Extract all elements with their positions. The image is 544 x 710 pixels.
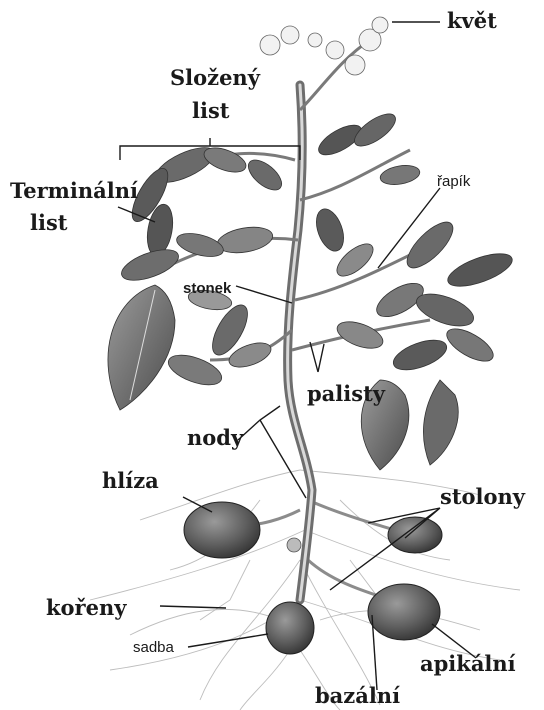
- label-slozeny: Složený: [170, 67, 260, 88]
- line-sadba: [188, 634, 268, 647]
- label-terminalni: Terminální: [10, 180, 138, 201]
- label-hliza: hlíza: [102, 470, 159, 491]
- seed-tuber: [266, 602, 314, 654]
- line-palisty: [310, 342, 324, 372]
- label-stonek: stonek: [183, 281, 231, 296]
- flowers: [260, 17, 388, 75]
- label-stolony: stolony: [440, 486, 525, 507]
- stolon-tuber: [388, 517, 442, 553]
- label-apikalni: apikální: [420, 653, 516, 674]
- label-sadba: sadba: [133, 640, 174, 655]
- label-koreny: kořeny: [46, 597, 126, 618]
- label-palisty: palisty: [307, 383, 385, 404]
- apical-tuber: [368, 584, 440, 640]
- main-stem: [288, 85, 312, 600]
- label-slozeny-list: list: [192, 100, 229, 121]
- leaves: [108, 108, 516, 470]
- label-terminalni-list: list: [30, 212, 67, 233]
- label-kvet: květ: [447, 10, 497, 31]
- label-rapik: řapík: [437, 174, 470, 189]
- label-nody: nody: [187, 427, 243, 448]
- stolons: [245, 500, 395, 598]
- line-koreny: [160, 606, 226, 608]
- line-stonek: [236, 286, 292, 303]
- hliza-tuber: [184, 502, 260, 558]
- label-bazalni: bazální: [315, 685, 400, 706]
